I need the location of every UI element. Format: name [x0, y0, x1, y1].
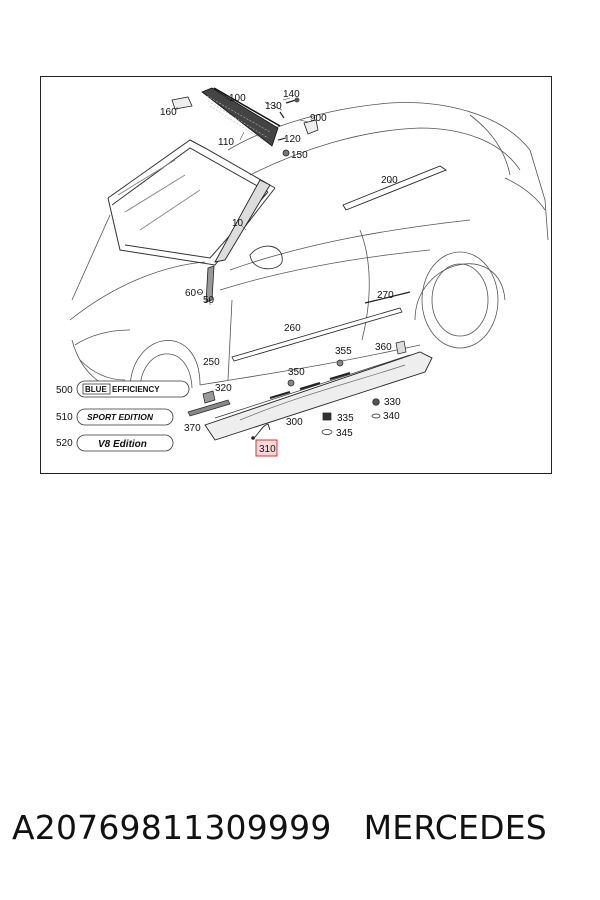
- emblem-520: 520 V8 Edition: [56, 434, 174, 452]
- washer-340: [371, 413, 381, 419]
- emblem-blue-text: BLUE: [85, 385, 107, 394]
- callout-300: 300: [286, 417, 303, 428]
- callout-330: 330: [384, 397, 401, 408]
- emblem-v8-text: V8 Edition: [98, 439, 147, 450]
- callout-160: 160: [160, 107, 177, 118]
- bracket-310: [253, 423, 271, 439]
- side-skirt: [204, 351, 433, 441]
- bracket-900: [303, 119, 319, 135]
- callout-320: 320: [215, 383, 232, 394]
- callout-100: 100: [229, 93, 246, 104]
- callout-200: 200: [381, 175, 398, 186]
- callout-260: 260: [284, 323, 301, 334]
- callout-500: 500: [56, 385, 73, 396]
- cowl-grille: [201, 87, 281, 147]
- highlight-310: 310: [255, 439, 278, 457]
- leader-lines: [176, 94, 393, 305]
- door-moulding-260: [231, 307, 403, 362]
- roof-moulding: [342, 165, 447, 211]
- clip-355: [336, 359, 344, 367]
- cover-160: [171, 96, 193, 110]
- emblem-510: 510 SPORT EDITION: [56, 408, 174, 426]
- callout-110: 110: [218, 137, 234, 148]
- callout-310: 310: [259, 444, 276, 455]
- nut-330: [372, 398, 380, 406]
- nut-150: [282, 149, 290, 157]
- pillar-trim-50: [205, 265, 215, 303]
- callout-350: 350: [288, 367, 305, 378]
- screw-140: [285, 99, 297, 104]
- callout-60: 60: [185, 288, 197, 299]
- door-moulding-270: [364, 291, 411, 304]
- side-mirror: [249, 245, 283, 270]
- emblem-500: 500 BLUE EFFICIENCY: [56, 380, 190, 398]
- callout-270: 270: [377, 290, 394, 301]
- callout-150: 150: [291, 150, 308, 161]
- clip-335: [322, 412, 332, 421]
- callout-370: 370: [184, 423, 201, 434]
- a-pillar-trim: [214, 179, 271, 263]
- callout-900: 900: [310, 113, 327, 124]
- callout-360: 360: [375, 342, 392, 353]
- emblem-efficiency-text: EFFICIENCY: [112, 385, 160, 394]
- clip-360: [395, 340, 407, 355]
- callout-340: 340: [383, 411, 400, 422]
- footer-caption: A20769811309999 MERCEDES: [12, 808, 592, 858]
- callout-10: 10: [232, 218, 244, 229]
- part-number: A20769811309999: [12, 808, 332, 847]
- car-outline: [69, 102, 549, 393]
- clip-120: [277, 137, 287, 141]
- callouts: 100 140 130 160 900 120 110 150 200 10 6…: [160, 89, 401, 439]
- bolt-130: [279, 111, 285, 119]
- callout-335: 335: [337, 413, 354, 424]
- callout-130: 130: [265, 101, 282, 112]
- callout-355: 355: [335, 346, 352, 357]
- callout-250: 250: [203, 357, 220, 368]
- callout-345: 345: [336, 428, 353, 439]
- bracket-320: [202, 390, 216, 404]
- strip-370: [187, 399, 231, 417]
- washer-345: [321, 429, 333, 435]
- callout-510: 510: [56, 412, 73, 423]
- diagram-frame: [40, 76, 552, 474]
- callout-50: 50: [203, 295, 215, 306]
- clip-350: [287, 379, 295, 387]
- callout-140: 140: [283, 89, 300, 100]
- callout-120: 120: [284, 134, 301, 145]
- emblem-sport-text: SPORT EDITION: [87, 412, 154, 422]
- brand-name: MERCEDES: [363, 808, 547, 847]
- callout-520: 520: [56, 438, 73, 449]
